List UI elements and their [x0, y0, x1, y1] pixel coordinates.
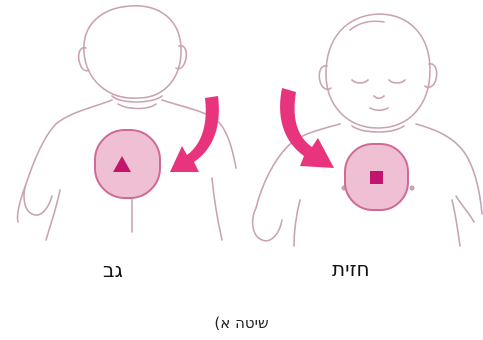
front-ear-left [319, 66, 331, 90]
front-hand-right [456, 196, 474, 222]
back-arrow-icon [170, 96, 219, 172]
front-mouth [370, 108, 388, 110]
square-marker-icon [370, 171, 383, 184]
illustration [0, 0, 483, 250]
back-neck-fold [118, 104, 156, 109]
back-label: גב [103, 258, 123, 282]
front-label: חזית [332, 257, 370, 281]
method-caption: שיטה א) [0, 314, 483, 332]
back-pad-shape [95, 130, 160, 198]
front-nose [374, 96, 384, 98]
front-pad [345, 144, 408, 210]
back-arm-left [24, 184, 52, 215]
front-hair [350, 21, 384, 30]
front-arm-left [253, 208, 282, 241]
back-head [84, 6, 181, 98]
back-pad [95, 130, 160, 198]
front-nipple-right [410, 186, 414, 190]
front-chin-folds [352, 126, 404, 132]
front-eye-left [352, 80, 368, 83]
back-view-figure [17, 6, 236, 240]
front-eye-right [389, 80, 405, 83]
front-ear-right [425, 64, 437, 88]
